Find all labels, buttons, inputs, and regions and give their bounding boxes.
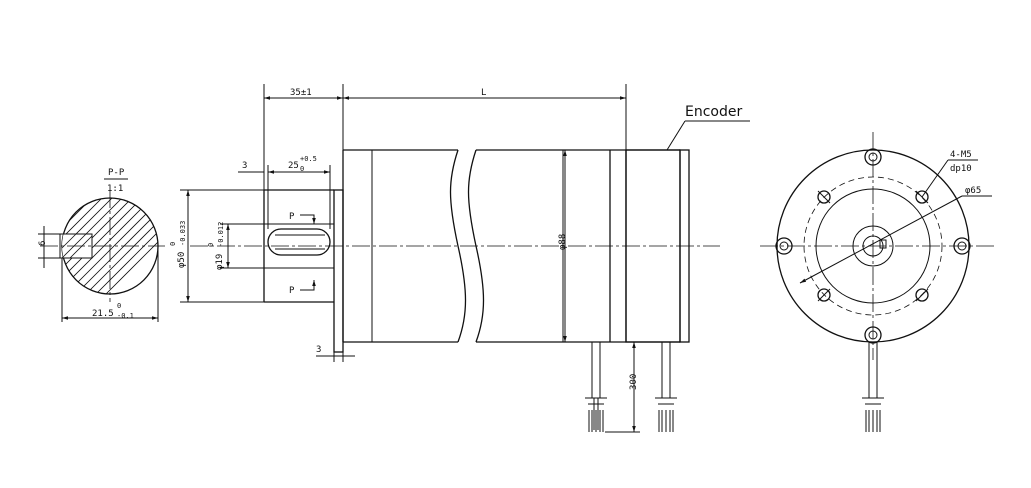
pilot-dia-value: φ50 xyxy=(177,252,187,268)
shaft-length-dim: 35±1 xyxy=(290,88,312,98)
section-scale: 1:1 xyxy=(107,184,123,194)
thread-depth-label: dp10 xyxy=(950,164,972,174)
section-width-tol-lower: -0.1 xyxy=(117,312,134,320)
key-length-tol-lower: 0 xyxy=(300,165,304,173)
key-offset-dim: 3 xyxy=(242,161,247,171)
section-width-value: 21.5 xyxy=(92,309,114,319)
section-width-tol-upper: 0 xyxy=(117,302,121,310)
threaded-holes xyxy=(817,190,929,302)
section-title: P-P xyxy=(108,168,125,178)
key-length-tol-upper: +0.5 xyxy=(300,155,317,163)
motor-front-view: 4-M5 dp10 φ65 xyxy=(760,132,995,432)
key-length-value: 25 xyxy=(288,161,299,171)
body-dia-dim: φ88 xyxy=(558,234,568,250)
section-key-height: 6 xyxy=(38,241,48,246)
section-mark-top: P xyxy=(289,212,295,222)
lead-length-dim: 300 xyxy=(629,374,639,390)
shaft-dia-tol-lower: -0.012 xyxy=(217,222,225,247)
thread-spec-label: 4-M5 xyxy=(950,150,972,160)
mount-holes xyxy=(775,148,971,344)
flange-thickness-dim: 3 xyxy=(316,345,321,355)
body-length-dim: L xyxy=(481,88,486,98)
pilot-dia-tol-lower: -0.033 xyxy=(179,221,187,246)
bolt-circle-label: φ65 xyxy=(965,186,981,196)
section-view-p-p: P-P 1:1 6 21.5 0 -0.1 xyxy=(38,168,165,322)
pilot-dia-tol-upper: 0 xyxy=(169,242,177,246)
motor-cables xyxy=(585,342,677,432)
encoder-label: Encoder xyxy=(685,104,742,120)
shaft-dia-value: φ19 xyxy=(215,254,225,270)
section-mark-bottom: P xyxy=(289,286,295,296)
shaft-dia-tol-upper: 0 xyxy=(207,243,215,247)
motor-side-view: P P 35±1 L 25 +0.5 0 3 3 φ50 0 xyxy=(169,84,750,433)
